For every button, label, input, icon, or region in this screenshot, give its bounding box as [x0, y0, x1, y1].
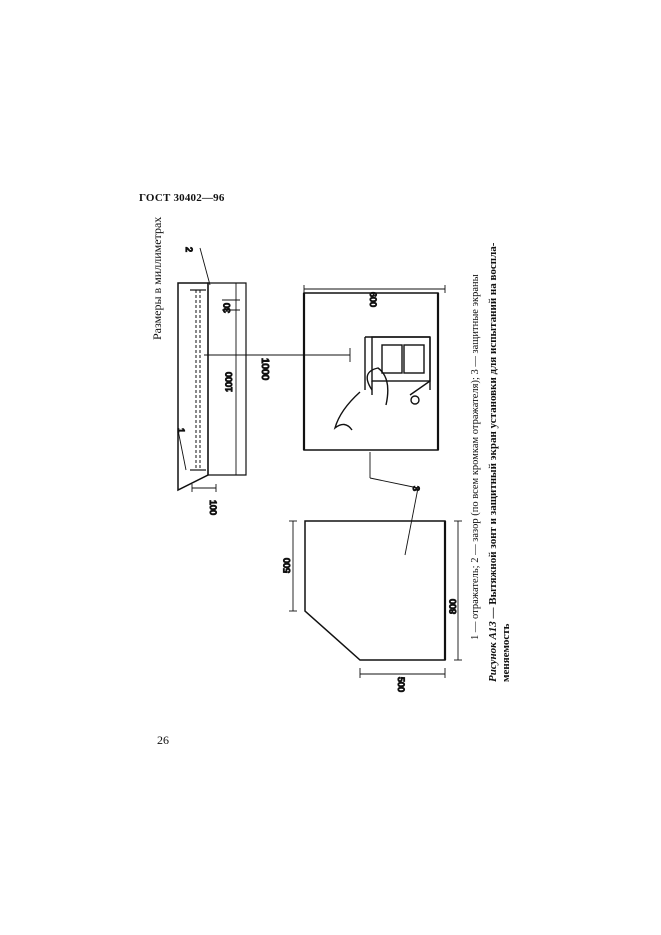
dim-lower-height: 800 [448, 599, 458, 614]
callout-number-2: 2 [184, 247, 194, 252]
lower-screen-dimensions [289, 520, 462, 678]
hood-dimension-lines [177, 247, 240, 492]
dim-lower-offset: 500 [396, 677, 406, 692]
caption-line-2: меняемость [500, 623, 512, 683]
lower-protective-screen [304, 520, 447, 661]
exhaust-hood [177, 282, 247, 492]
test-apparatus [333, 336, 431, 431]
protective-screen-box [302, 292, 440, 451]
dim-hood-length: 1000 [224, 372, 234, 392]
callout-number-1: 1 [176, 428, 186, 433]
dim-gap: 30 [222, 303, 232, 313]
dim-distance: 1000 [259, 358, 270, 381]
callout-screens [369, 452, 419, 556]
dim-lower-width: 500 [282, 558, 292, 573]
caption-label: Рисунок А13 [487, 621, 499, 682]
dim-screen-width: 600 [368, 292, 378, 307]
caption-line-1: — Вытяжной зонт и защитный экран установ… [487, 242, 499, 622]
screen-width-dimension [303, 285, 446, 293]
callout-number-3: 3 [411, 486, 421, 491]
document-header: ГОСТ 30402—96 [139, 192, 225, 204]
distance-dimension [204, 348, 351, 362]
figure-caption: Рисунок А13 — Вытяжной зонт и защитный э… [487, 243, 513, 682]
figure-legend: 1 — отражатель; 2 — зазор (по всем кромк… [470, 274, 481, 640]
dim-hood-depth: 100 [208, 500, 218, 515]
page-number: 26 [157, 733, 169, 747]
